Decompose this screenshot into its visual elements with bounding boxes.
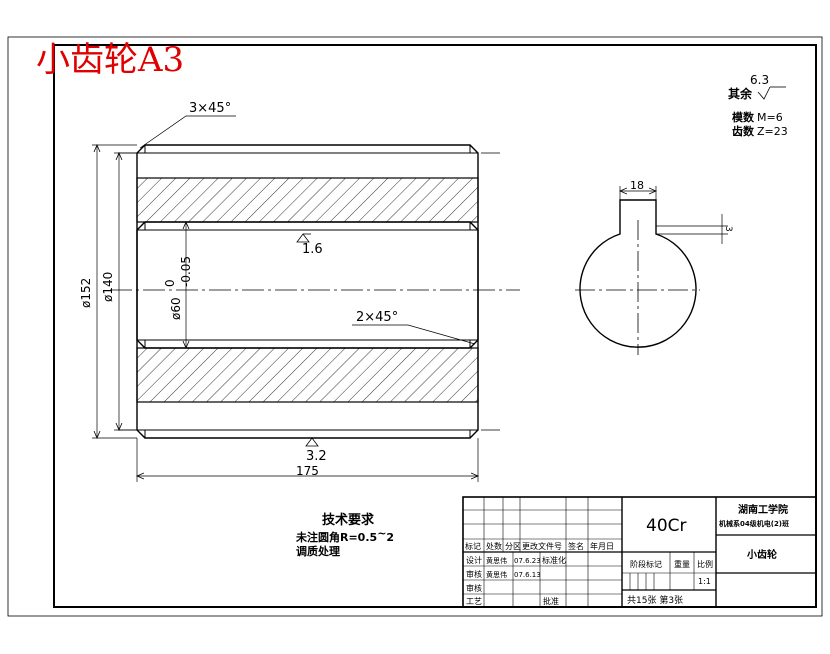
dim-length: 175 <box>296 464 319 478</box>
tb-part-name: 小齿轮 <box>746 548 777 561</box>
dim-root-diameter: ø140 <box>101 272 115 302</box>
dim-bore-tol-upper: 0 <box>163 279 177 287</box>
tb-header-1: 处数 <box>486 541 502 551</box>
tb-process-label: 工艺 <box>466 597 482 606</box>
tb-stage-mark: 阶段标记 <box>630 559 662 569</box>
tb-class: 机械系04级机电(2)班 <box>719 519 789 528</box>
dim-keyway-width: 18 <box>630 179 644 192</box>
general-notes: 其余 6.3 模数 M=6 齿数 Z=23 <box>728 73 788 138</box>
bore-circle <box>579 199 697 348</box>
module-label: 模数 <box>732 110 755 124</box>
tb-review-label: 审核 <box>466 583 482 593</box>
tb-design-label: 设计 <box>466 555 482 565</box>
tb-scale: 1:1 <box>698 577 711 586</box>
tb-weight: 重量 <box>674 559 690 569</box>
outer-frame <box>7 36 823 617</box>
dim-chamfer-top: 3×45° <box>189 101 231 116</box>
dim-chamfer-inner: 2×45° <box>356 310 398 325</box>
dim-keyway-depth: 3 <box>723 226 733 232</box>
roughness-bore: 1.6 <box>302 242 323 257</box>
tb-school: 湖南工学院 <box>738 503 788 516</box>
tb-header-4: 签名 <box>568 541 584 551</box>
page-title: 小齿轮A3 <box>36 40 184 80</box>
tb-sheet-info: 共15张 第3张 <box>627 594 683 606</box>
tb-header-5: 年月日 <box>590 541 614 551</box>
tb-approve-label: 批准 <box>543 596 559 606</box>
tb-header-2: 分区 <box>505 542 521 551</box>
roughness-outer: 3.2 <box>306 449 327 464</box>
teeth-value: Z=23 <box>757 125 788 138</box>
title-block: 标记 处数 分区 更改文件号 签名 年月日 设计 黄思伟 07.6.23 标准化… <box>462 496 817 608</box>
hatch-top <box>136 177 479 223</box>
tb-check-label: 审核 <box>466 569 482 579</box>
tech-req-line2: 调质处理 <box>296 544 340 558</box>
roughness-rest: 6.3 <box>750 73 769 87</box>
gear-section-view: ø152 ø140 ø60 0 -0.05 175 3×45° 2×45° 1.… <box>79 101 520 482</box>
tb-check-date: 07.6.13 <box>514 571 541 579</box>
tb-designer: 黄思伟 <box>486 556 507 565</box>
module-value: M=6 <box>757 111 783 124</box>
roughness-rest-label: 其余 <box>728 86 753 101</box>
dim-bore-diameter: ø60 <box>169 297 183 320</box>
hatch-bottom <box>136 347 479 403</box>
teeth-label: 齿数 <box>732 124 755 138</box>
dim-outer-diameter: ø152 <box>79 278 93 308</box>
dim-bore-tol-lower: -0.05 <box>179 256 193 287</box>
tech-req-line1: 未注圆角R=0.5~2 <box>295 527 394 544</box>
tb-material: 40Cr <box>646 516 687 536</box>
tb-checker: 黄思伟 <box>486 570 507 579</box>
inner-frame <box>53 44 817 608</box>
tb-ratio: 比例 <box>697 559 713 569</box>
technical-requirements: 技术要求 未注圆角R=0.5~2 调质处理 <box>295 512 394 558</box>
tb-std-label: 标准化 <box>542 555 566 565</box>
keyway-side-view: 18 3 <box>575 179 733 355</box>
tb-header-0: 标记 <box>465 541 481 551</box>
tb-header-3: 更改文件号 <box>522 541 562 551</box>
tech-req-heading: 技术要求 <box>322 512 375 528</box>
tb-design-date: 07.6.23 <box>514 557 541 565</box>
